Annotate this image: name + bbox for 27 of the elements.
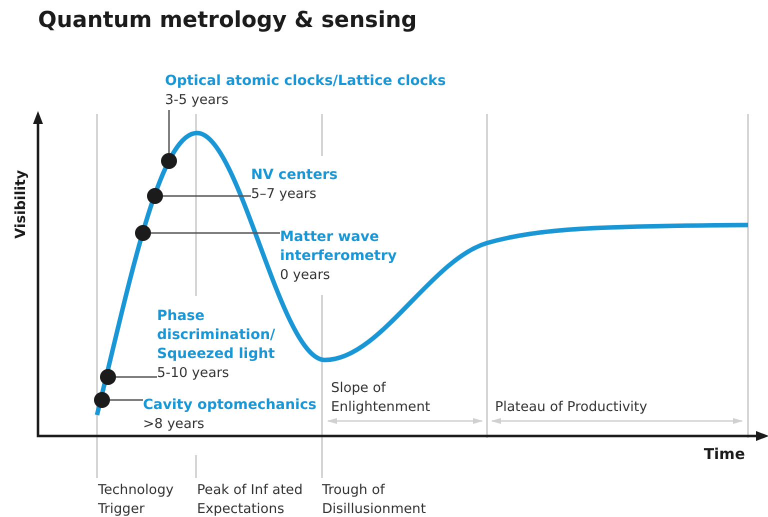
leader-line: [168, 110, 170, 153]
marker-dot: [135, 225, 151, 241]
technology-name: NV centers: [251, 166, 338, 185]
leader-line: [116, 376, 157, 378]
axis-label: Visibility: [12, 170, 30, 239]
axis-label: Time: [702, 445, 745, 464]
phase-label: Slope of Enlightenment: [331, 379, 432, 417]
phase-label: Trough of Disillusionment: [322, 481, 427, 517]
marker-dot: [94, 392, 110, 408]
phase-label: Plateau of Productivity: [495, 398, 648, 417]
technology-name: Phase discrimination/ Squeezed light: [157, 307, 276, 364]
technology-name: Optical atomic clocks/Lattice clocks: [165, 72, 446, 91]
title: Quantum metrology & sensing: [38, 8, 417, 33]
marker-dot: [147, 188, 163, 204]
technology-name: Matter wave interferometry: [280, 228, 398, 266]
technology-name: Cavity optomechanics: [143, 396, 316, 415]
leader-line: [151, 232, 280, 234]
time-estimate: 5-10 years: [157, 364, 230, 383]
marker-dot: [161, 153, 177, 169]
time-estimate: 0 years: [280, 266, 332, 285]
phase-label: Technology Trigger: [98, 481, 175, 517]
time-estimate: 5–7 years: [251, 185, 318, 204]
marker-dot: [100, 369, 116, 385]
time-estimate: >8 years: [143, 415, 206, 434]
leader-line: [163, 195, 251, 197]
time-estimate: 3-5 years: [165, 91, 230, 110]
leader-line: [110, 399, 143, 401]
